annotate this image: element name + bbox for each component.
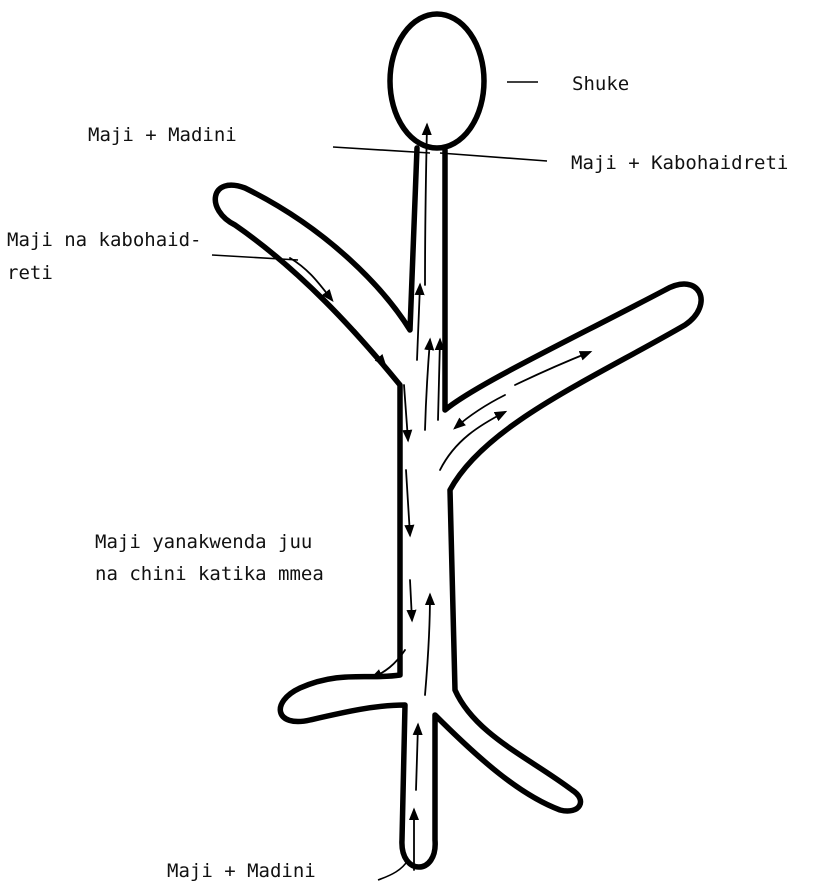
flow-arrow-down-stem-left <box>404 385 408 440</box>
plant-outline <box>215 14 701 867</box>
flow-arrow-up-to-shuke <box>425 125 427 285</box>
flow-arrows <box>290 125 590 870</box>
leader-lines <box>212 82 547 880</box>
flow-arrow-up-stem-right <box>438 340 440 420</box>
flow-arrow-down-left-leaf-lower <box>355 330 385 365</box>
flow-arrow-down-stem-lower <box>406 470 410 535</box>
label-maji-yanakwenda-line2: na chini katika mmea <box>95 563 324 585</box>
plant-body-outline <box>215 148 701 867</box>
shuke-head-shape <box>390 14 484 148</box>
label-maji-madini-bottom: Maji + Madini <box>167 860 316 882</box>
label-maji-kabohaidreti: Maji + Kabohaidreti <box>571 152 788 174</box>
flow-arrow-down-left-leaf <box>290 258 332 300</box>
label-maji-madini-top: Maji + Madini <box>88 124 237 146</box>
flow-arrow-up-main <box>425 595 430 695</box>
flow-arrow-down-stem-bottom <box>410 580 412 620</box>
leader-maji-kabohaidreti <box>440 153 547 161</box>
flow-arrow-out-right-leaf <box>515 352 590 385</box>
label-shuke: Shuke <box>572 73 629 95</box>
label-maji-na-kabohaid-line1: Maji na kabohaid- <box>7 229 201 251</box>
label-maji-na-kabohaid-line2: reti <box>7 262 53 284</box>
leader-maji-na-kabohaidreti <box>212 255 298 260</box>
flow-arrow-up-stem-center <box>425 340 430 430</box>
flow-arrow-up-bottom-root-upper <box>416 725 418 790</box>
leader-maji-madini-bottom <box>378 860 408 880</box>
label-maji-yanakwenda-line1: Maji yanakwenda juu <box>95 531 312 553</box>
flow-arrow-up-stem-left <box>417 285 420 360</box>
